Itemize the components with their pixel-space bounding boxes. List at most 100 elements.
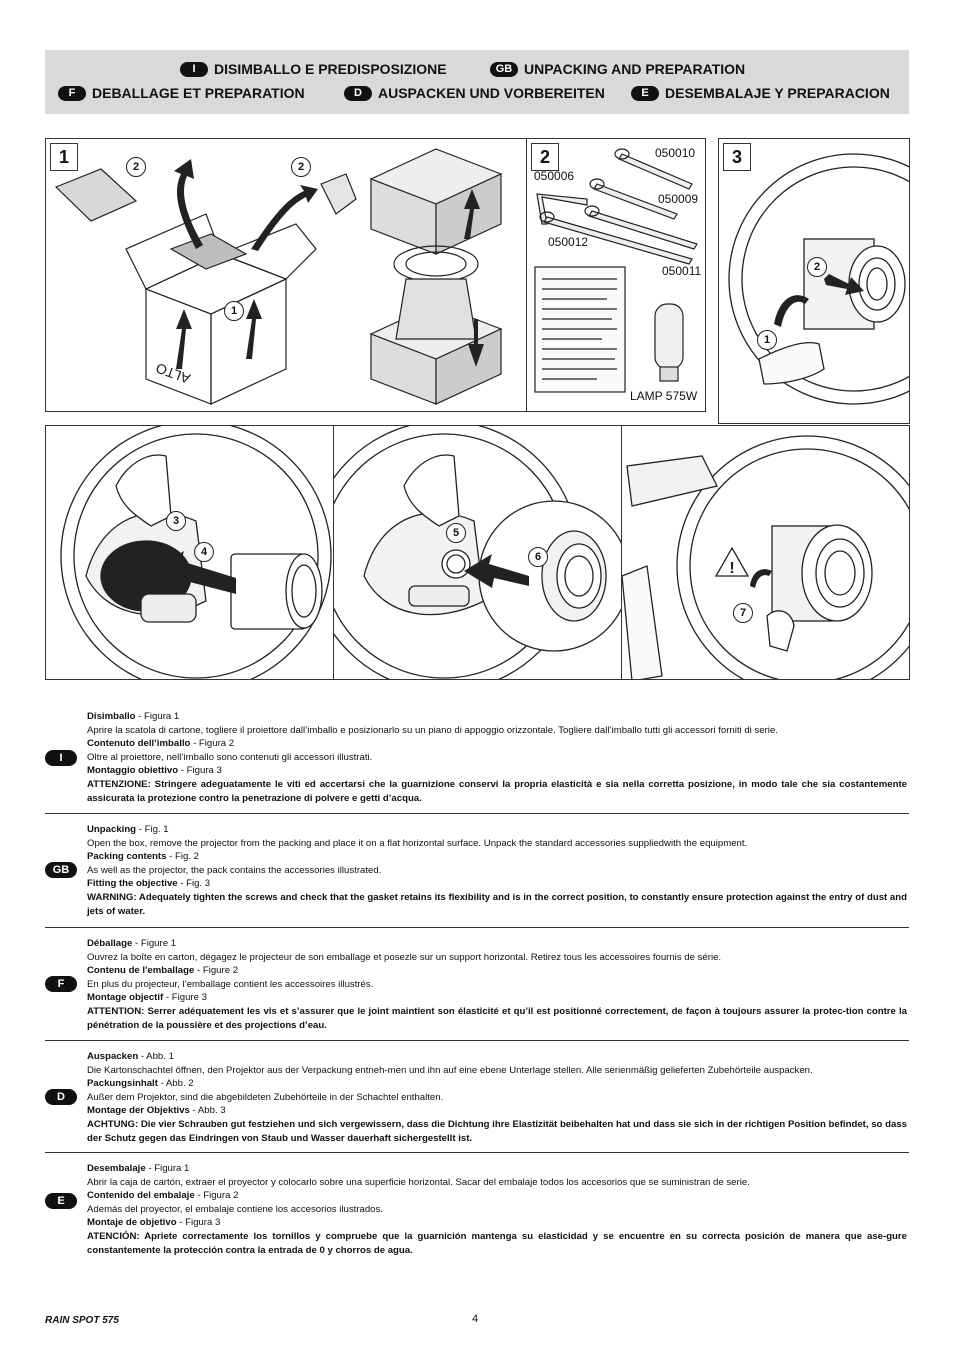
figure-4-lamp-insert: 3 4 (45, 425, 334, 680)
figure-2-packing-contents: 2 050010 050006 0 (526, 138, 706, 412)
callout-7: 7 (733, 603, 753, 623)
figure-ref: - Fig. 1 (136, 824, 169, 835)
heading-fitting: Montage objectif (87, 992, 164, 1004)
text-contents: As well as the projector, the pack conta… (87, 864, 382, 876)
section-italian: I Disimballo - Figura 1 Aprire la scatol… (45, 705, 909, 813)
heading-contents: Packing contents (87, 851, 167, 863)
header-title-de: AUSPACKEN UND VORBEREITEN (378, 85, 605, 101)
part-code-050006: 050006 (534, 169, 575, 183)
figure-number: 2 (531, 143, 559, 171)
heading-fitting: Montaje de objetivo (87, 1217, 177, 1229)
figure-ref: - Figura 1 (135, 711, 180, 722)
text-unpacking: Ouvrez la boîte en carton, dégagez le pr… (87, 951, 722, 963)
section-text-gb: Unpacking - Fig. 1 Open the box, remove … (87, 823, 907, 918)
figure-1-unpacking: 1 (45, 138, 527, 412)
figure-ref: - Abb. 1 (138, 1051, 174, 1062)
text-unpacking: Die Kartonschachtel öffnen, den Projekto… (87, 1064, 813, 1076)
accessories-illustration (534, 148, 698, 393)
heading-contents: Contenuto dell’imballo (87, 738, 191, 750)
heading-fitting: Montaggio obiettivo (87, 765, 179, 777)
lang-badge-fr: F (45, 976, 77, 992)
callout-2-right: 2 (291, 157, 311, 177)
header-item-it: I DISIMBALLO E PREDISPOSIZIONE (180, 61, 447, 77)
text-contents: Además del proyector, el embalaje contie… (87, 1203, 383, 1215)
figure-5-lens-insert: 5 6 (333, 425, 622, 680)
warning-text: ATENCIÓN: Apriete correctamente los torn… (87, 1230, 907, 1256)
lang-badge-it: I (180, 61, 208, 77)
lang-badge-es: E (45, 1193, 77, 1209)
callout-1: 1 (757, 330, 777, 350)
lang-badge-es: E (631, 85, 659, 101)
lens-insert-illustration (334, 426, 621, 679)
heading-contents: Packungsinhalt (87, 1078, 158, 1090)
figure-ref: - Figura 2 (190, 738, 235, 750)
lang-badge-de: D (344, 85, 372, 101)
figure-ref: - Figura 1 (145, 1163, 190, 1174)
part-code-050010: 050010 (655, 146, 696, 160)
figure-ref: - Abb. 3 (189, 1105, 226, 1117)
figure-ref: - Fig. 3 (177, 878, 211, 890)
heading-contents: Contenu de l'emballage (87, 965, 195, 977)
warning-text: ACHTUNG: Die vier Schrauben gut festzieh… (87, 1118, 907, 1144)
header-title-gb: UNPACKING AND PREPARATION (524, 61, 746, 77)
callout-1: 1 (224, 301, 244, 321)
lamp-label: LAMP 575W (630, 389, 698, 403)
section-text-it: Disimballo - Figura 1 Aprire la scatola … (87, 710, 907, 805)
callout-2: 2 (807, 257, 827, 277)
section-german: D Auspacken - Abb. 1 Die Kartonschachtel… (45, 1040, 909, 1153)
tighten-screws-illustration: ! (622, 435, 909, 679)
lamp-insert-illustration (60, 426, 332, 679)
lang-badge-gb: GB (490, 61, 518, 77)
section-french: F Déballage - Figure 1 Ouvrez la boîte e… (45, 927, 909, 1041)
box-label-alto: ALTO (154, 360, 193, 387)
part-code-050009: 050009 (658, 192, 699, 206)
text-contents: Oltre al proiettore, nell’imballo sono c… (87, 751, 373, 763)
text-contents: En plus du projecteur, l’emballage conti… (87, 978, 374, 990)
figure-number: 1 (50, 143, 78, 171)
section-text-de: Auspacken - Abb. 1 Die Kartonschachtel ö… (87, 1050, 907, 1145)
section-header: I DISIMBALLO E PREDISPOSIZIONE GB UNPACK… (45, 50, 909, 114)
page-number: 4 (472, 1313, 479, 1325)
section-text-fr: Déballage - Figure 1 Ouvrez la boîte en … (87, 937, 907, 1032)
warning-text: WARNING: Adequately tighten the screws a… (87, 891, 907, 917)
part-code-050011: 050011 (662, 264, 702, 278)
figure-ref: - Figura 3 (178, 765, 222, 777)
callout-2-left: 2 (126, 157, 146, 177)
callout-4: 4 (194, 542, 214, 562)
header-title-es: DESEMBALAJE Y PREPARACION (665, 85, 890, 101)
heading-unpacking: Disimballo (87, 711, 136, 722)
lang-badge-de: D (45, 1089, 77, 1105)
callout-3: 3 (166, 511, 186, 531)
callout-5: 5 (446, 523, 466, 543)
heading-contents: Contenido del embalaje (87, 1190, 195, 1202)
header-item-gb: GB UNPACKING AND PREPARATION (490, 61, 745, 77)
figure-ref: - Figura 2 (194, 1190, 239, 1202)
figure-ref: - Fig. 2 (166, 851, 199, 863)
figure-ref: - Figure 3 (163, 992, 207, 1004)
heading-unpacking: Auspacken (87, 1051, 139, 1062)
figure-ref: - Figura 3 (176, 1217, 221, 1229)
figure-3-fitting-objective: 3 2 1 (718, 138, 910, 424)
text-unpacking: Aprire la scatola di cartone, togliere i… (87, 724, 778, 736)
part-code-050012: 050012 (548, 235, 589, 249)
warning-text: ATTENZIONE: Stringere adeguatamente le v… (87, 778, 907, 804)
warning-text: ATTENTION: Serrer adéquatement les vis e… (87, 1005, 907, 1031)
header-item-es: E DESEMBALAJE Y PREPARACION (631, 85, 890, 101)
lang-badge-fr: F (58, 85, 86, 101)
text-unpacking: Open the box, remove the projector from … (87, 837, 748, 849)
heading-unpacking: Déballage (87, 938, 133, 949)
heading-unpacking: Unpacking (87, 824, 137, 835)
section-text-es: Desembalaje - Figura 1 Abrir la caja de … (87, 1162, 907, 1257)
lens-fitting-illustration (728, 153, 909, 405)
header-item-de: D AUSPACKEN UND VORBEREITEN (344, 85, 605, 101)
heading-fitting: Montage der Objektivs (87, 1105, 190, 1117)
footer-product-name: RAIN SPOT 575 (45, 1315, 119, 1326)
lang-badge-it: I (45, 750, 77, 766)
figure-ref: - Figure 1 (132, 938, 177, 949)
figure-6-tighten-screws: ! 7 (621, 425, 910, 680)
heading-unpacking: Desembalaje (87, 1163, 146, 1174)
section-english: GB Unpacking - Fig. 1 Open the box, remo… (45, 813, 909, 928)
header-title-fr: DEBALLAGE ET PREPARATION (92, 85, 305, 101)
header-item-fr: F DEBALLAGE ET PREPARATION (58, 85, 305, 101)
figure-ref: - Abb. 2 (157, 1078, 194, 1090)
